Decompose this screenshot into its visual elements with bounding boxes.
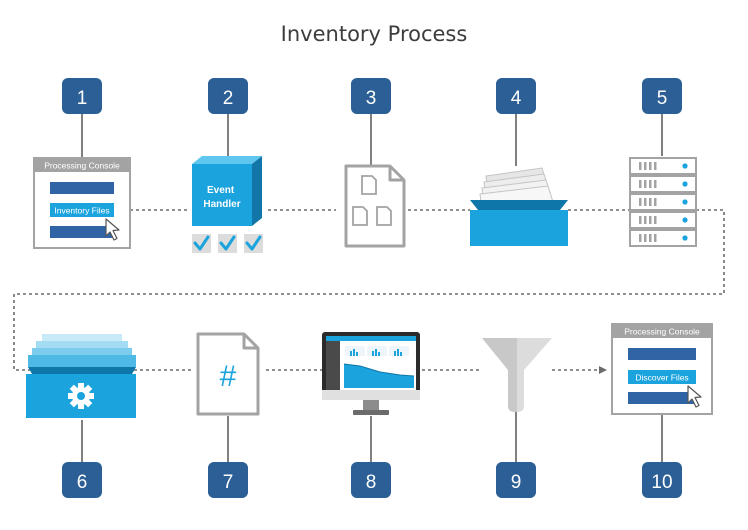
process-flow-connectors — [13, 209, 725, 374]
hash-document-icon: # — [196, 332, 260, 416]
step-number-8: 8 — [366, 472, 377, 493]
file-collection-document-icon — [344, 164, 406, 248]
step-number-5: 5 — [657, 88, 668, 109]
step-badge-6: 6 — [62, 462, 102, 498]
server-unit — [629, 193, 697, 211]
settings-storage-tray-icon — [26, 334, 136, 418]
step-number-4: 4 — [511, 88, 522, 109]
step-number-2: 2 — [223, 88, 234, 109]
checkmark-icon — [245, 235, 262, 251]
step10-highlight-label: Discover Files — [635, 373, 688, 383]
step1-window-title: Processing Console — [44, 161, 120, 171]
connector-step5-to-step6 — [13, 209, 725, 371]
server-unit — [629, 211, 697, 229]
monitor-dashboard-icon — [322, 332, 420, 415]
gear-icon — [68, 383, 94, 409]
step-number-1: 1 — [77, 88, 88, 109]
mouse-cursor-icon — [687, 385, 702, 408]
checkmark-icon — [193, 235, 210, 251]
diagram-title: Inventory Process — [280, 22, 468, 46]
small-file-icon — [352, 206, 368, 226]
step-badge-7: 7 — [208, 462, 248, 498]
step-badge-8: 8 — [351, 462, 391, 498]
step-badge-1: 1 — [62, 78, 102, 114]
step-badges: 1 2 3 4 5 6 7 8 — [62, 78, 682, 498]
server-unit — [629, 157, 697, 175]
event-handler-label: Event Handler — [203, 185, 240, 210]
validation-checks — [192, 234, 263, 253]
step10-window-title: Processing Console — [624, 327, 700, 337]
step-number-10: 10 — [651, 472, 672, 493]
step-badge-2: 2 — [208, 78, 248, 114]
badge-stems — [81, 114, 663, 462]
step-number-3: 3 — [366, 88, 377, 109]
small-file-icon — [376, 206, 392, 226]
server-unit — [629, 229, 697, 247]
step-badge-4: 4 — [496, 78, 536, 114]
server-rack-icon — [629, 157, 697, 247]
step-number-9: 9 — [511, 472, 522, 493]
step-badge-5: 5 — [642, 78, 682, 114]
mouse-cursor-icon — [105, 218, 120, 241]
file-tray-icon — [470, 167, 568, 246]
processing-console-window-icon: Processing Console Discover Files — [611, 323, 713, 415]
step1-highlight-label: Inventory Files — [54, 206, 109, 216]
event-handler-cube-icon: Event Handler — [192, 156, 263, 253]
processing-console-window-icon: Processing Console Inventory Files — [33, 157, 131, 249]
step-badge-10: 10 — [642, 462, 682, 498]
step-number-7: 7 — [223, 472, 234, 493]
server-unit — [629, 175, 697, 193]
hash-symbol: # — [220, 360, 237, 393]
checkmark-icon — [219, 235, 236, 251]
small-file-icon — [361, 175, 377, 195]
funnel-filter-icon — [482, 338, 552, 412]
step-number-6: 6 — [77, 472, 88, 493]
step-badge-3: 3 — [351, 78, 391, 114]
step-badge-9: 9 — [496, 462, 536, 498]
